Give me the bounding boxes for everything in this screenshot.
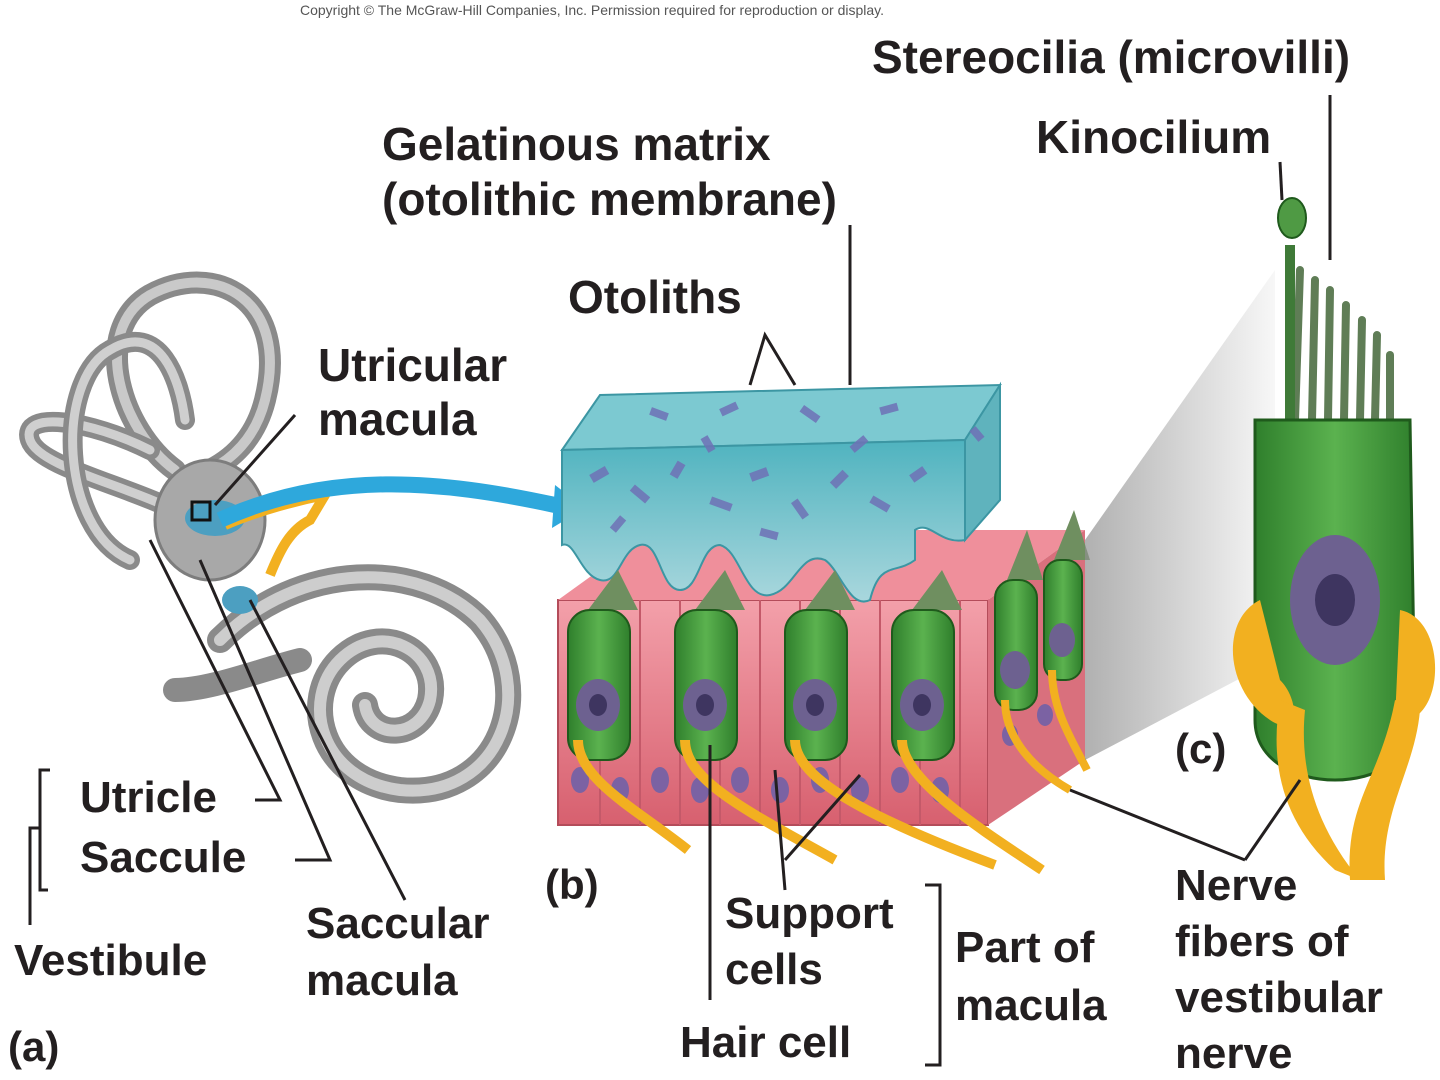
label-part-of: Part of — [955, 923, 1095, 972]
label-kinocilium: Kinocilium — [1036, 111, 1272, 163]
label-utricular: Utricular — [318, 339, 508, 391]
label-vestibule: Vestibule — [14, 936, 208, 985]
label-support: Support — [725, 889, 894, 938]
hair-cell-c — [1232, 197, 1436, 880]
panel-label-b: (b) — [545, 861, 599, 908]
label-utricular-macula: macula — [318, 393, 477, 445]
copyright-notice: Copyright © The McGraw-Hill Companies, I… — [300, 2, 885, 18]
panel-label-a: (a) — [8, 1023, 60, 1070]
label-gelatinous-matrix: Gelatinous matrix — [382, 118, 771, 170]
leader-lines — [28, 95, 1332, 1067]
hair-cells-b — [567, 510, 1091, 875]
label-support-cells: cells — [725, 945, 823, 994]
label-hair-cell: Hair cell — [680, 1018, 852, 1067]
arrow-shaft — [216, 476, 557, 528]
saccular-macula-spot — [222, 586, 258, 614]
panel-label-c: (c) — [1175, 725, 1227, 772]
label-otolithic-membrane: (otolithic membrane) — [382, 173, 837, 225]
label-vestibular: vestibular — [1175, 973, 1383, 1022]
inner-ear-labyrinth — [19, 271, 522, 804]
label-stereocilia: Stereocilia (microvilli) — [872, 31, 1351, 83]
label-saccular-macula: macula — [306, 956, 458, 1005]
label-utricle: Utricle — [80, 773, 217, 822]
label-otoliths: Otoliths — [568, 271, 742, 323]
label-nerve: Nerve — [1175, 861, 1298, 910]
label-saccule: Saccule — [80, 833, 247, 882]
magnification-wedge — [1085, 270, 1275, 760]
label-part-of-macula: macula — [955, 981, 1107, 1030]
label-vestibular-nerve: nerve — [1175, 1029, 1293, 1078]
label-saccular: Saccular — [306, 899, 490, 948]
label-fibers-of: fibers of — [1175, 917, 1349, 966]
highlight-box — [190, 500, 212, 522]
